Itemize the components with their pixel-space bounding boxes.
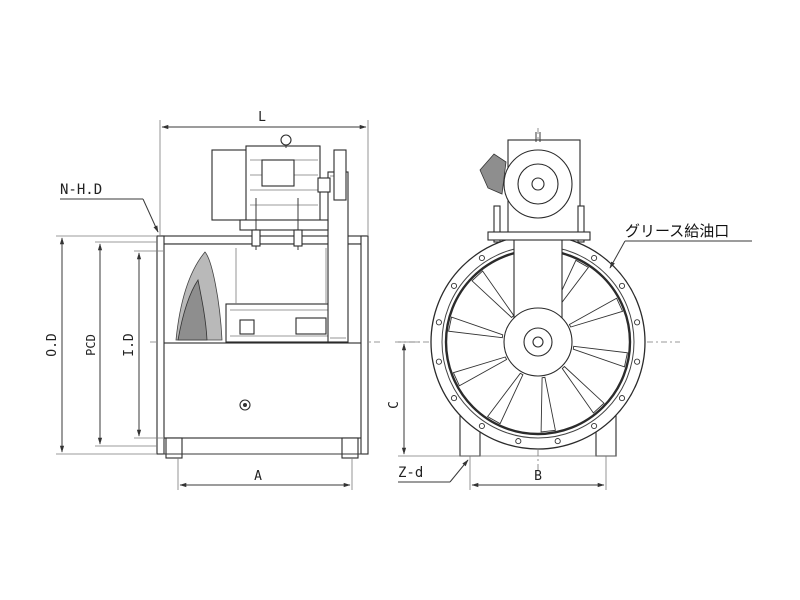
- outlet-flange: [360, 235, 369, 455]
- front-motor-base: [487, 231, 591, 241]
- bolt-hole: [554, 438, 561, 445]
- front-base-bolt-left: [493, 205, 501, 243]
- dim-label-OD: O.D: [45, 333, 60, 357]
- leader-NHD: [142, 198, 159, 233]
- inner-pulley: [295, 317, 327, 335]
- casing-lower: [162, 342, 364, 439]
- dim-label-B: B: [534, 469, 542, 484]
- dim-label-ID: I.D: [122, 333, 137, 357]
- dim-label-NHD: N-H.D: [60, 182, 102, 198]
- bolt-hole: [591, 422, 598, 430]
- front-base-bolt-right: [577, 205, 585, 243]
- bolt-hole: [591, 254, 598, 262]
- grease-inlet-label: グリース給油口: [625, 222, 729, 240]
- bolt-hole: [478, 254, 485, 262]
- guide-vane: [540, 376, 556, 433]
- side-foot-right: [341, 437, 359, 459]
- bolt-hole: [435, 358, 442, 365]
- side-view: L N-H.D O.D PCD I.D A: [45, 110, 380, 490]
- motor-base: [239, 219, 329, 231]
- leader-Zd: [449, 459, 469, 483]
- front-hub-shaft: [532, 336, 544, 348]
- bolt-hole: [618, 395, 626, 402]
- side-foot-left: [165, 437, 183, 459]
- guide-vane: [486, 372, 524, 425]
- guide-vane: [471, 270, 515, 319]
- guide-vane: [572, 345, 628, 368]
- dim-label-PCD: PCD: [84, 334, 98, 356]
- bolt-hole: [478, 422, 485, 430]
- dim-label-L: L: [258, 110, 266, 125]
- front-motor-shaft: [531, 177, 545, 191]
- dim-label-A: A: [254, 469, 262, 484]
- leader-grease: [609, 240, 626, 269]
- bolt-hole: [618, 282, 626, 289]
- nameplate: [333, 149, 347, 201]
- guide-vane: [452, 356, 508, 387]
- bolt-hole: [634, 319, 641, 326]
- bolt-hole: [634, 358, 641, 365]
- motor-eyebolt: [280, 134, 292, 146]
- dim-label-C: C: [387, 401, 402, 409]
- front-view: グリース給油口 C Z-d B: [387, 128, 752, 490]
- dim-label-Zd: Z-d: [398, 465, 423, 481]
- motor-shaft: [317, 177, 331, 193]
- bolt-hole: [450, 282, 458, 289]
- adjust-bolt-right: [293, 229, 303, 247]
- terminal-box: [261, 159, 295, 187]
- front-terminal-box: [479, 153, 507, 195]
- bolt-hole: [435, 319, 442, 326]
- adjust-bolt-left: [251, 229, 261, 247]
- guide-vane: [568, 297, 624, 328]
- motor-end-cap: [211, 149, 249, 221]
- guide-vane: [561, 365, 605, 414]
- inlet-flange: [156, 235, 165, 455]
- bolt-hole: [450, 395, 458, 402]
- inner-bearing: [239, 319, 255, 335]
- impeller-blade-shadow: [177, 278, 208, 341]
- guide-vane: [448, 316, 504, 339]
- bolt-hole: [515, 438, 522, 445]
